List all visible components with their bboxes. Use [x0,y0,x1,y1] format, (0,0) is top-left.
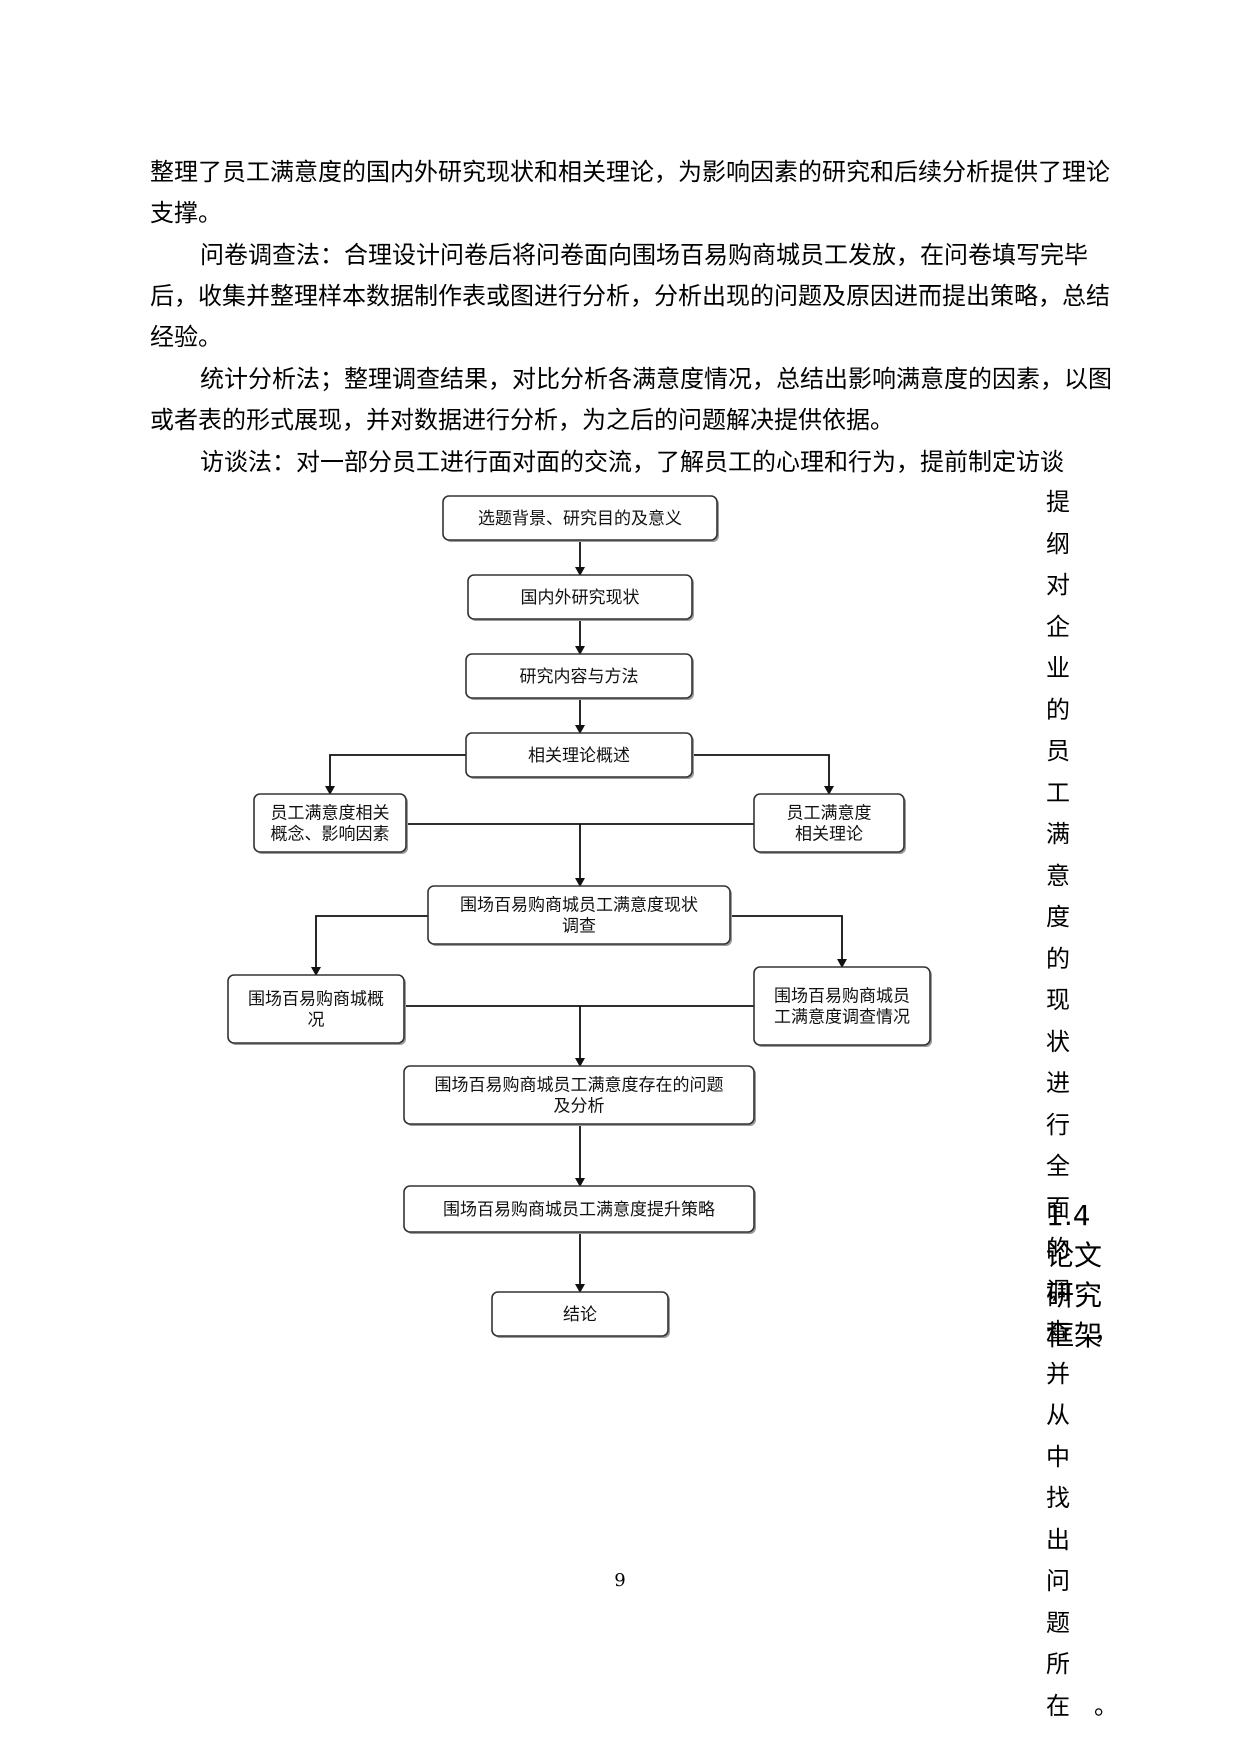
wrapped-text-line: 满意 [1046,820,1094,890]
section-heading-line: 研究 [1046,1279,1103,1312]
node-label: 相关理论 [795,825,863,845]
paragraph-1: 整理了员工满意度的国内外研究现状和相关理论，为影响因素的研究和后续分析提供了理论… [150,158,1110,227]
section-heading: 1.4 论文研究框架 [1046,1196,1126,1356]
wrapped-text-line: 的调 [1046,1235,1094,1305]
node-label: 工满意度调查情况 [774,1008,910,1028]
edge-n7-n9 [730,915,847,968]
section-heading-line: 框架 [1046,1319,1103,1352]
section-heading-line: 1.4 [1046,1199,1091,1232]
node-label: 围场百易购商城员工满意度存在的问题 [435,1076,724,1096]
wrapped-text-line: 提纲 [1046,488,1094,558]
edge-n4-n6 [692,754,834,795]
wrapped-text-line: 度的 [1046,903,1094,973]
edge-n7-n8 [311,915,428,976]
paragraph-2: 问卷调查法：合理设计问卷后将问卷面向围场百易购商城员工发放，在问卷填写完毕后，收… [150,241,1110,351]
node-label: 员工满意度 [787,804,872,824]
wrapped-text-line: 进行 [1046,1069,1094,1139]
node-label: 概念、影响因素 [271,824,390,845]
node-label: 结论 [563,1305,597,1325]
wrapped-text-line: 并从 [1046,1359,1094,1430]
node-label: 国内外研究现状 [521,588,640,608]
node-label: 员工满意度相关 [271,804,390,824]
node-improvement-strategy: 围场百易购商城员工满意度提升策略 [403,1185,756,1234]
node-label: 围场百易购商城员工满意度现状 [460,896,698,916]
node-topic-background: 选题背景、研究目的及意义 [442,495,719,542]
section-heading-line: 论文 [1046,1239,1103,1272]
node-label: 研究内容与方法 [520,667,639,687]
edge-n4-n5 [325,754,466,795]
node-conclusion: 结论 [491,1291,670,1338]
node-content-method: 研究内容与方法 [465,653,694,700]
wrapped-text-line: 业的 [1046,654,1094,724]
node-label: 围场百易购商城员工满意度提升策略 [443,1200,715,1220]
wrapped-text-line: 员工 [1046,737,1094,807]
node-literature-review: 国内外研究现状 [467,574,694,621]
node-theory-overview: 相关理论概述 [465,732,694,779]
wrapped-text-line: 题所 [1046,1608,1094,1679]
node-label: 况 [308,1011,325,1031]
wrapped-text-line: 全面 [1046,1152,1094,1222]
node-label: 围场百易购商城员 [774,987,910,1007]
node-label: 相关理论概述 [528,746,630,766]
wrapped-text-line: 在。 [1046,1691,1142,1720]
wrapped-text-column: 提纲对企业的员工满意度的现状进行全面的调查，并从中找出问题所在。 [1046,482,1126,1727]
wrapped-text-line: 对企 [1046,571,1094,641]
node-label: 及分析 [554,1097,605,1117]
wrapped-text-line: 现状 [1046,986,1094,1056]
node-label: 调查 [562,917,596,937]
page-number: 9 [614,1570,626,1591]
paragraph-4: 访谈法：对一部分员工进行面对面的交流，了解员工的心理和行为，提前制定访谈 [200,448,1064,476]
node-label: 选题背景、研究目的及意义 [478,509,682,529]
wrapped-text-line: 出问 [1046,1525,1094,1596]
wrapped-text-line: 中找 [1046,1442,1094,1513]
wrapped-text-line: 查， [1046,1318,1142,1346]
paragraph-3: 统计分析法；整理调查结果，对比分析各满意度情况，总结出影响满意度的因素，以图或者… [150,365,1112,434]
node-label: 围场百易购商城概 [248,990,384,1010]
